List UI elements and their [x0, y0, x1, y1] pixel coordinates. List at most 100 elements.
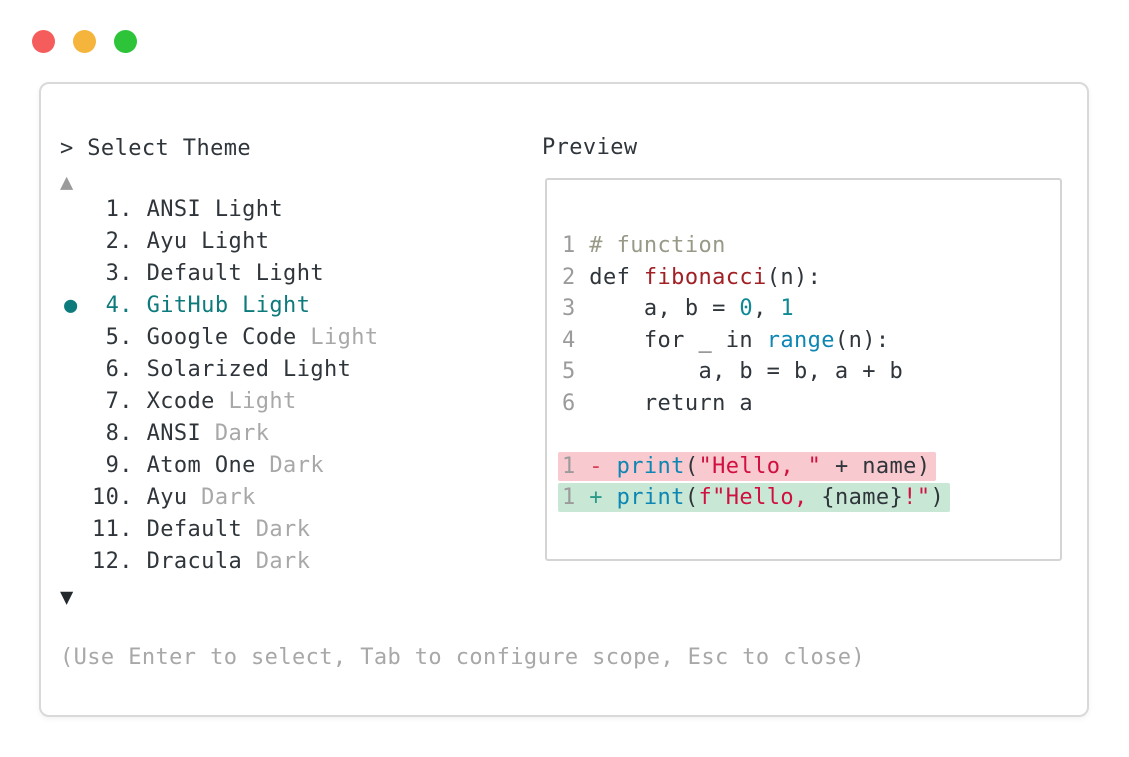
theme-variant: Light	[296, 325, 379, 350]
token-plain: )	[930, 485, 945, 510]
token-string: !"	[903, 485, 931, 510]
theme-number: 8.	[92, 421, 147, 446]
theme-name: Default	[146, 517, 243, 542]
theme-number: 6.	[92, 357, 147, 382]
theme-list-item[interactable]: 8. ANSI Dark	[92, 418, 379, 450]
token-plain: def	[589, 264, 644, 290]
token-num: 1	[780, 296, 795, 321]
theme-variant: Light	[214, 389, 297, 414]
theme-variant: Dark	[201, 421, 270, 446]
token-string: f"Hello,	[698, 485, 822, 510]
token-builtin: print	[616, 485, 685, 510]
selected-bullet-icon: ●	[64, 293, 78, 318]
theme-number: 1.	[92, 197, 147, 222]
theme-name: Solarized Light	[146, 357, 352, 382]
theme-name: Dracula	[146, 549, 243, 574]
select-theme-prompt: > Select Theme	[60, 136, 252, 161]
token-builtin: print	[616, 453, 685, 479]
theme-number: 9.	[92, 453, 147, 478]
theme-number: 7.	[92, 389, 147, 414]
theme-variant: Dark	[187, 485, 256, 510]
theme-name: Google Code	[146, 325, 297, 350]
code-line: 2 def fibonacci(n):	[562, 262, 1060, 294]
diff-highlight-add: 1 + print(f"Hello, {name}!")	[558, 483, 951, 512]
theme-list-item[interactable]: 10. Ayu Dark	[92, 482, 379, 514]
theme-number: 11.	[92, 517, 147, 542]
token-plain: for _ in	[589, 327, 767, 353]
token-ln: 1	[562, 233, 590, 258]
code-line	[562, 419, 1060, 451]
theme-list-item[interactable]: 2. Ayu Light	[92, 226, 379, 258]
token-plain: (n):	[766, 264, 822, 290]
token-plain: {name}	[821, 485, 904, 510]
token-plain: a, b = b, a + b	[589, 359, 904, 384]
theme-name: Ayu	[146, 485, 188, 510]
token-plain: return a	[589, 390, 754, 416]
theme-name: ANSI Light	[146, 197, 284, 222]
token-plain: ,	[753, 296, 781, 321]
theme-list-item[interactable]: 6. Solarized Light	[92, 354, 379, 386]
code-line: 5 a, b = b, a + b	[562, 356, 1060, 388]
code-line: 1 # function	[562, 230, 1060, 262]
theme-number: 5.	[92, 325, 147, 350]
token-comment: # function	[589, 233, 726, 258]
token-add: +	[589, 485, 617, 510]
theme-list-item[interactable]: 5. Google Code Light	[92, 322, 379, 354]
token-ln: 1	[562, 453, 590, 479]
theme-number: 2.	[92, 229, 147, 254]
token-plain: a, b =	[589, 296, 740, 321]
code-line: 6 return a	[562, 388, 1060, 420]
token-ln: 4	[562, 327, 590, 353]
scroll-up-icon[interactable]: ▲	[60, 170, 74, 195]
theme-list: 1. ANSI Light 2. Ayu Light 3. Default Li…	[64, 194, 379, 578]
token-plain: (n):	[834, 327, 890, 353]
theme-name: Ayu Light	[146, 229, 270, 254]
code-line: 4 for _ in range(n):	[562, 325, 1060, 357]
theme-number: 4.	[92, 293, 147, 318]
theme-name: Xcode	[146, 389, 215, 414]
token-builtin: range	[766, 327, 835, 353]
theme-list-item[interactable]: 9. Atom One Dark	[92, 450, 379, 482]
token-ln: 2	[562, 264, 590, 290]
diff-highlight-del: 1 - print("Hello, " + name)	[558, 451, 937, 481]
theme-name: Atom One	[146, 453, 256, 478]
preview-label: Preview	[542, 135, 638, 160]
theme-number: 3.	[92, 261, 147, 286]
theme-name: Default Light	[146, 261, 324, 286]
theme-list-item[interactable]: 3. Default Light	[92, 258, 379, 290]
close-button[interactable]	[32, 30, 55, 53]
theme-list-item[interactable]: 11. Default Dark	[92, 514, 379, 546]
token-del: -	[589, 453, 617, 479]
theme-list-item[interactable]: 12. Dracula Dark	[92, 546, 379, 578]
theme-list-item[interactable]: 7. Xcode Light	[92, 386, 379, 418]
theme-name: ANSI	[146, 421, 202, 446]
keyboard-hint: (Use Enter to select, Tab to configure s…	[60, 645, 866, 670]
theme-name: GitHub Light	[146, 293, 311, 318]
token-ln: 5	[562, 359, 590, 384]
window-controls	[32, 30, 137, 53]
theme-selector-window: > Select Theme Preview ▲ 1. ANSI Light 2…	[39, 82, 1089, 717]
theme-variant: Dark	[242, 517, 311, 542]
token-ln: 3	[562, 296, 590, 321]
theme-list-item[interactable]: ● 4. GitHub Light	[64, 290, 379, 322]
token-num: 0	[739, 296, 754, 321]
token-ln: 1	[562, 485, 590, 510]
theme-variant: Dark	[255, 453, 324, 478]
token-plain: (	[684, 453, 699, 479]
theme-variant: Dark	[242, 549, 311, 574]
zoom-button[interactable]	[114, 30, 137, 53]
token-string: "Hello, "	[698, 453, 822, 479]
minimize-button[interactable]	[73, 30, 96, 53]
scroll-down-icon[interactable]: ▼	[60, 585, 74, 610]
token-func: fibonacci	[643, 264, 767, 290]
token-plain: + name)	[821, 453, 931, 479]
token-ln: 6	[562, 390, 590, 416]
token-plain: (	[684, 485, 699, 510]
theme-number: 12.	[92, 549, 147, 574]
diff-line-del: 1 - print("Hello, " + name)	[558, 451, 1060, 483]
theme-list-item[interactable]: 1. ANSI Light	[92, 194, 379, 226]
code-line: 3 a, b = 0, 1	[562, 293, 1060, 325]
